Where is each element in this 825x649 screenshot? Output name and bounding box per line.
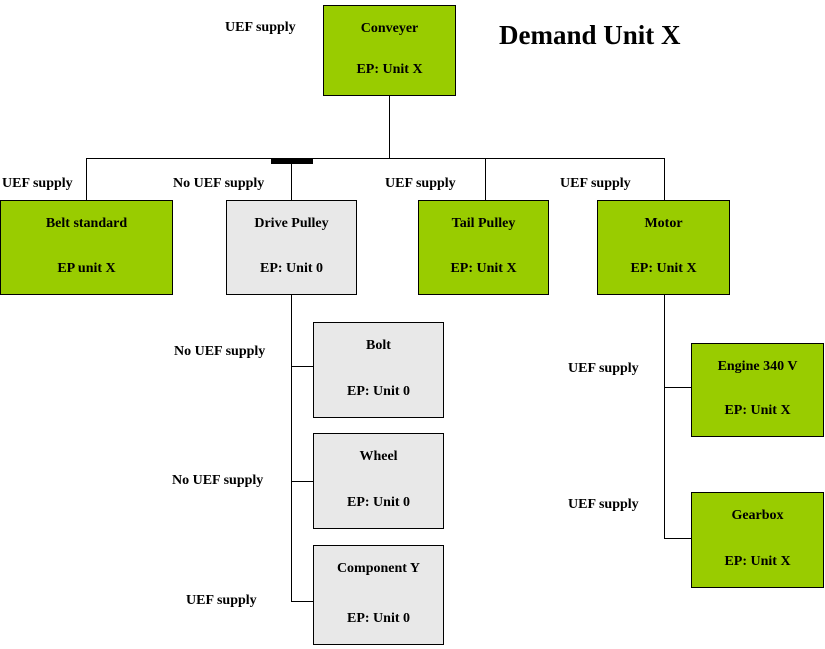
connector-drive-pulley-spine: [291, 294, 292, 601]
connector-drop-tail-pulley: [485, 158, 486, 200]
node-drive-pulley-ep: EP: Unit 0: [260, 261, 323, 276]
edge-label-wheel: No UEF supply: [172, 473, 264, 488]
connector-drop-drive-pulley: [291, 158, 292, 200]
edge-label-component-y: UEF supply: [186, 593, 257, 608]
node-belt-standard-ep: EP unit X: [57, 261, 116, 276]
edge-label-gearbox: UEF supply: [568, 497, 639, 512]
connector-branch-component-y: [291, 601, 314, 602]
node-gearbox-ep: EP: Unit X: [724, 554, 791, 569]
node-bolt-ep: EP: Unit 0: [347, 384, 410, 399]
node-motor-title: Motor: [644, 216, 683, 231]
node-conveyer[interactable]: Conveyer EP: Unit X: [323, 5, 456, 96]
connector-conveyer-stem: [389, 95, 390, 159]
connector-main-bus: [86, 158, 665, 159]
connector-motor-spine: [664, 294, 665, 539]
node-component-y-ep: EP: Unit 0: [347, 611, 410, 626]
node-engine-340v-title: Engine 340 V: [717, 359, 798, 374]
connector-branch-wheel: [291, 481, 314, 482]
node-gearbox[interactable]: Gearbox EP: Unit X: [691, 492, 824, 588]
connector-branch-bolt: [291, 366, 314, 367]
connector-branch-engine: [664, 387, 692, 388]
edge-label-engine: UEF supply: [568, 361, 639, 376]
edge-label-belt: UEF supply: [2, 176, 73, 191]
connector-drop-belt: [86, 158, 87, 200]
node-wheel[interactable]: Wheel EP: Unit 0: [313, 433, 444, 529]
node-component-y[interactable]: Component Y EP: Unit 0: [313, 545, 444, 645]
node-engine-340v-ep: EP: Unit X: [724, 403, 791, 418]
node-wheel-ep: EP: Unit 0: [347, 495, 410, 510]
edge-label-motor: UEF supply: [560, 176, 631, 191]
node-conveyer-ep: EP: Unit X: [356, 62, 423, 77]
page-title: Demand Unit X: [499, 20, 681, 50]
node-conveyer-title: Conveyer: [360, 21, 419, 36]
node-tail-pulley[interactable]: Tail Pulley EP: Unit X: [418, 200, 549, 295]
node-belt-standard[interactable]: Belt standard EP unit X: [0, 200, 173, 295]
edge-label-conveyer: UEF supply: [225, 20, 296, 35]
node-engine-340v[interactable]: Engine 340 V EP: Unit X: [691, 343, 824, 437]
connector-branch-gearbox: [664, 538, 692, 539]
node-bolt-title: Bolt: [366, 338, 391, 353]
node-motor[interactable]: Motor EP: Unit X: [597, 200, 730, 295]
node-wheel-title: Wheel: [359, 449, 398, 464]
edge-label-tail-pulley: UEF supply: [385, 176, 456, 191]
supply-blocked-marker: [271, 158, 313, 164]
node-drive-pulley-title: Drive Pulley: [254, 216, 329, 231]
node-bolt[interactable]: Bolt EP: Unit 0: [313, 322, 444, 418]
node-drive-pulley[interactable]: Drive Pulley EP: Unit 0: [226, 200, 357, 295]
edge-label-drive-pulley: No UEF supply: [173, 176, 265, 191]
edge-label-bolt: No UEF supply: [174, 344, 266, 359]
node-tail-pulley-ep: EP: Unit X: [450, 261, 517, 276]
node-motor-ep: EP: Unit X: [630, 261, 697, 276]
node-gearbox-title: Gearbox: [731, 508, 784, 523]
node-belt-standard-title: Belt standard: [45, 216, 128, 231]
connector-drop-motor: [664, 158, 665, 200]
node-tail-pulley-title: Tail Pulley: [451, 216, 516, 231]
node-component-y-title: Component Y: [336, 561, 421, 576]
